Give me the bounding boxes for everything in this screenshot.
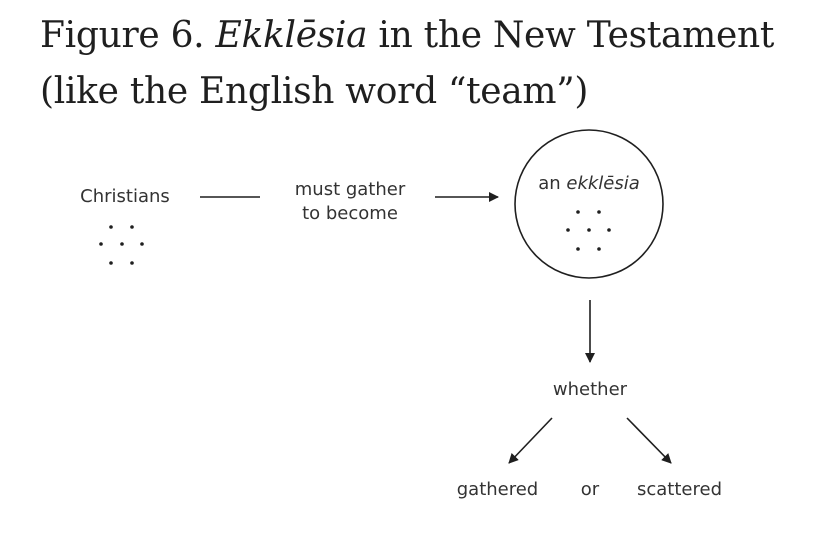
whether-label: whether xyxy=(552,379,628,400)
title-prefix: Figure 6. xyxy=(40,15,216,56)
arrow-to-scattered xyxy=(626,417,672,464)
title-rest: in the New Testament xyxy=(367,15,775,56)
arrow-to-gathered xyxy=(508,417,553,464)
figure-title: Figure 6. Ekklēsia in the New Testament … xyxy=(40,8,810,120)
christians-dots xyxy=(99,225,144,265)
ekklesia-label: an ekklēsia xyxy=(519,172,659,196)
connector-label-line-2: to become xyxy=(302,203,398,224)
gathered-label: gathered xyxy=(456,479,539,500)
title-term: Ekklēsia xyxy=(215,15,368,56)
scattered-label: scattered xyxy=(637,479,722,500)
title-line-2: (like the English word “team”) xyxy=(40,71,589,112)
title-line-1: Figure 6. Ekklēsia in the New Testament xyxy=(40,8,810,64)
connector-label: must gather to become xyxy=(270,178,430,226)
or-label: or xyxy=(580,479,600,500)
connector-label-line-1: must gather xyxy=(294,179,406,200)
ekklesia-dots xyxy=(566,210,611,251)
ekklesia-circle xyxy=(514,129,664,279)
ekklesia-label-prefix: an xyxy=(538,173,567,194)
christians-label: Christians xyxy=(80,186,170,207)
ekklesia-label-term: ekklēsia xyxy=(566,173,640,194)
